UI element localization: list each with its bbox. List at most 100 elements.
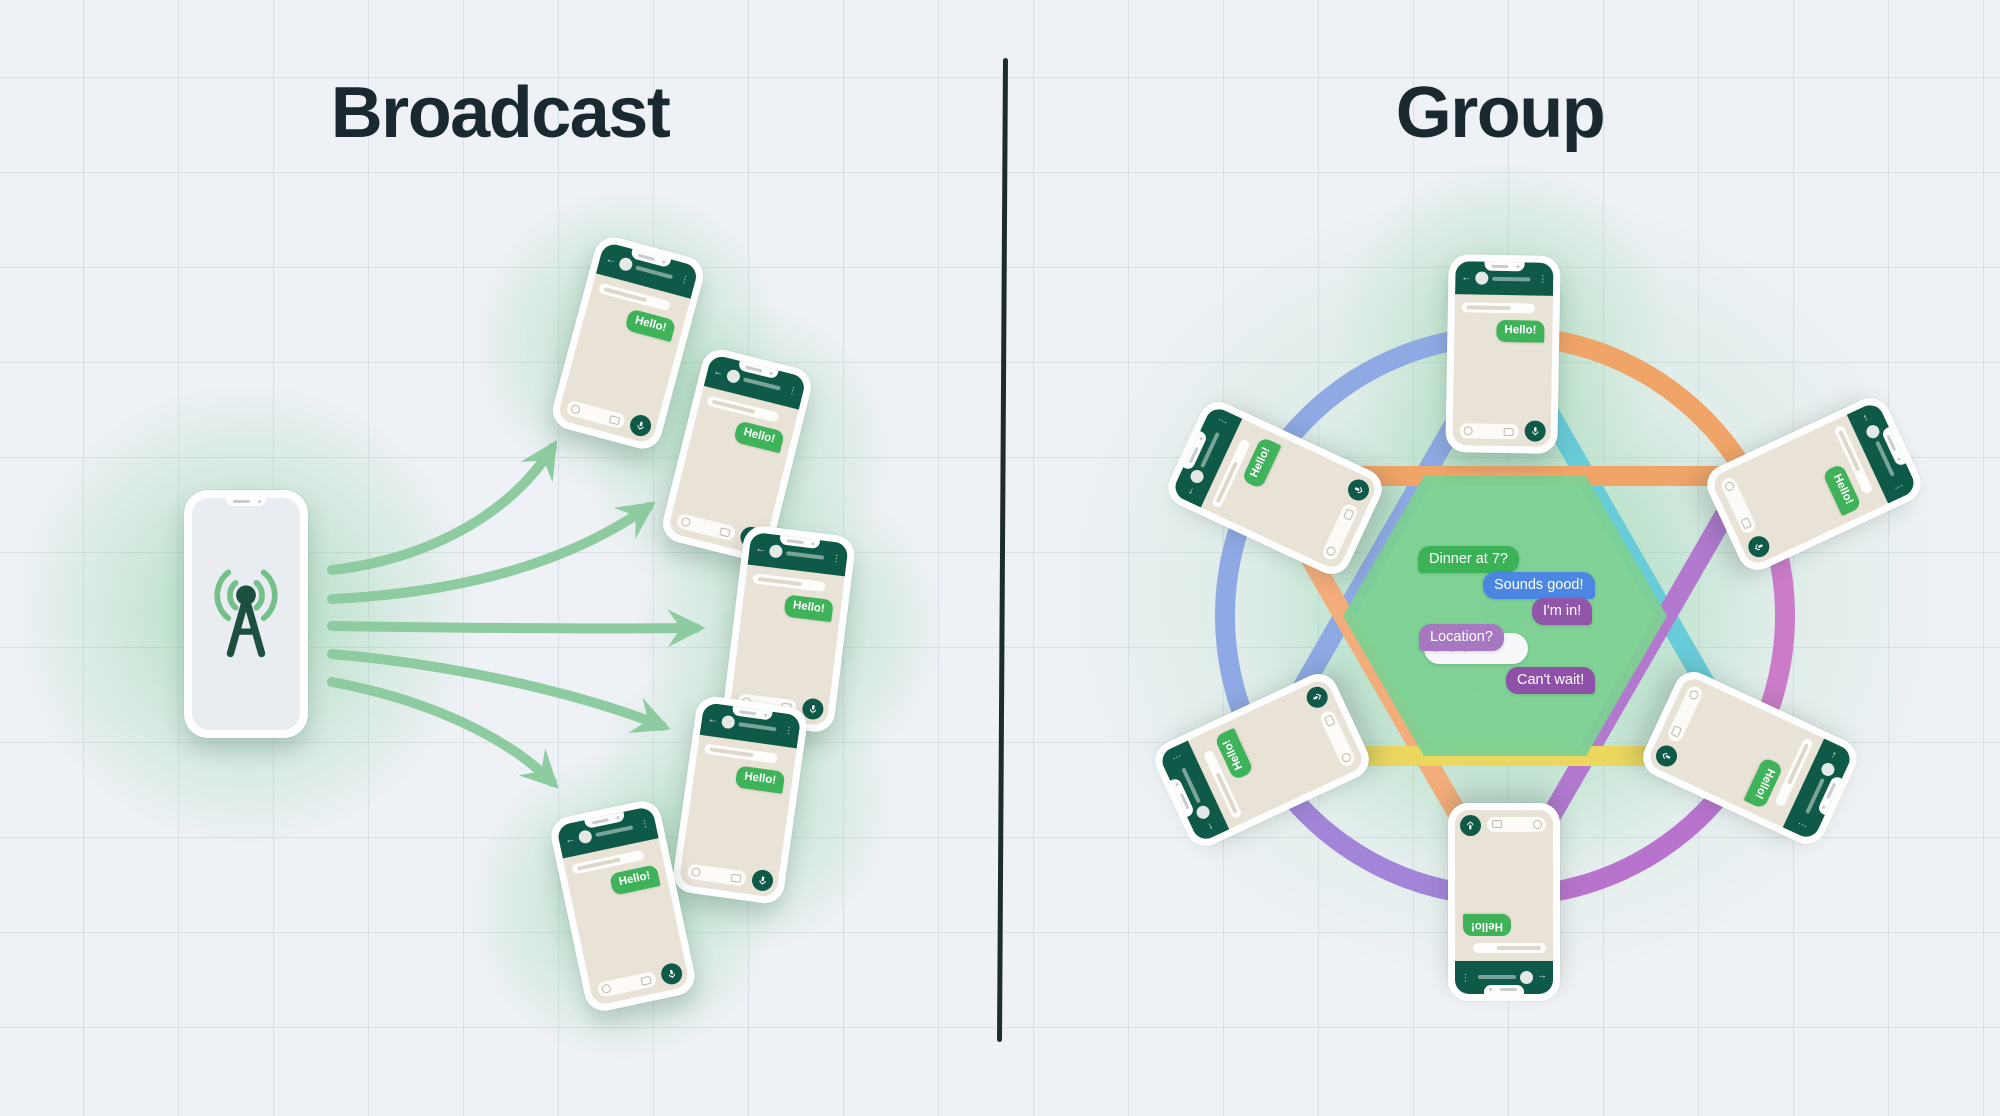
mic-button bbox=[627, 412, 654, 439]
mic-icon bbox=[1754, 544, 1763, 551]
hello-message-bubble: Hello! bbox=[783, 594, 834, 622]
avatar bbox=[768, 544, 784, 559]
message-input-bar bbox=[686, 863, 748, 887]
chat-header: ← ⋮ bbox=[555, 805, 659, 859]
mic-button bbox=[750, 868, 775, 893]
mic-button bbox=[1460, 815, 1481, 836]
emoji-icon bbox=[1340, 751, 1353, 764]
mic-button bbox=[1303, 683, 1332, 712]
mic-icon bbox=[1662, 752, 1671, 759]
hello-message-bubble: Hello! bbox=[1463, 914, 1511, 936]
incoming-message-placeholder bbox=[704, 743, 778, 764]
message-input-bar bbox=[1665, 684, 1705, 744]
group-member-phone: ← ⋮ Hello! bbox=[1448, 803, 1560, 1001]
emoji-icon bbox=[1723, 480, 1736, 493]
mic-button bbox=[1652, 742, 1681, 770]
receiver-phone: ← ⋮ Hello! bbox=[547, 797, 699, 1015]
avatar bbox=[720, 714, 736, 730]
mic-icon bbox=[1532, 427, 1539, 436]
kebab-menu-icon: ⋮ bbox=[783, 724, 794, 736]
kebab-menu-icon: ⋮ bbox=[1538, 273, 1548, 284]
incoming-message-placeholder bbox=[1473, 943, 1546, 953]
camera-icon bbox=[730, 873, 742, 883]
kebab-menu-icon: ⋮ bbox=[1170, 751, 1184, 764]
camera-icon bbox=[640, 975, 652, 986]
emoji-icon bbox=[680, 516, 692, 528]
mic-icon bbox=[668, 969, 676, 979]
mic-icon bbox=[809, 705, 817, 714]
emoji-icon bbox=[1463, 426, 1473, 436]
avatar bbox=[1520, 971, 1533, 984]
broadcast-sender-phone bbox=[184, 490, 308, 738]
message-input-bar bbox=[565, 399, 627, 430]
group-member-phone: ← ⋮ Hello! bbox=[1161, 395, 1389, 581]
contact-name-bar bbox=[1492, 276, 1531, 281]
group-chat-bubble: Can't wait! bbox=[1506, 667, 1596, 694]
back-arrow-icon: ← bbox=[1202, 819, 1217, 834]
contact-name-bar bbox=[743, 376, 781, 390]
hello-message-bubble: Hello! bbox=[624, 308, 677, 342]
chat-header: ← ⋮ bbox=[1170, 404, 1243, 508]
camera-icon bbox=[1503, 428, 1514, 437]
kebab-menu-icon: ⋮ bbox=[1892, 480, 1906, 493]
message-input-bar bbox=[1487, 817, 1546, 832]
message-input-bar bbox=[1318, 708, 1357, 769]
mic-button bbox=[659, 961, 685, 987]
chat-header: ← ⋮ bbox=[1846, 400, 1919, 504]
kebab-menu-icon: ⋮ bbox=[679, 273, 691, 286]
emoji-icon bbox=[570, 403, 582, 415]
emoji-icon bbox=[690, 867, 702, 878]
receiver-phone: ← ⋮ Hello! bbox=[548, 232, 708, 454]
camera-icon bbox=[1740, 517, 1753, 530]
message-input-bar bbox=[675, 512, 737, 542]
mic-button bbox=[1524, 420, 1546, 442]
emoji-icon bbox=[1325, 545, 1338, 558]
mic-button bbox=[1344, 476, 1373, 504]
group-chat-bubble: Sounds good! bbox=[1483, 572, 1595, 599]
group-chat-bubble: Dinner at 7? bbox=[1418, 546, 1519, 573]
kebab-menu-icon: ⋮ bbox=[831, 552, 842, 564]
chat-header: ← ⋮ bbox=[1782, 738, 1855, 842]
broadcast-title: Broadcast bbox=[330, 73, 671, 153]
hello-message-bubble: Hello! bbox=[734, 765, 786, 794]
broadcast-antenna-icon bbox=[214, 569, 278, 658]
back-arrow-icon: ← bbox=[563, 833, 577, 846]
kebab-menu-icon: ⋮ bbox=[639, 817, 651, 830]
message-input-bar bbox=[596, 970, 658, 998]
camera-icon bbox=[719, 527, 731, 538]
kebab-menu-icon: ⋮ bbox=[1796, 818, 1810, 832]
contact-name-bar bbox=[635, 265, 674, 279]
group-member-phone: ← ⋮ Hello! bbox=[1445, 254, 1561, 454]
phone-notch bbox=[1484, 985, 1524, 994]
contact-name-bar bbox=[595, 824, 634, 837]
divider-line bbox=[996, 57, 1009, 1043]
message-input-bar bbox=[1719, 475, 1758, 536]
avatar bbox=[725, 368, 742, 385]
incoming-message-placeholder bbox=[752, 573, 826, 593]
phone-notch bbox=[226, 497, 266, 506]
avatar bbox=[577, 829, 594, 845]
message-input-bar bbox=[1459, 423, 1519, 440]
camera-icon bbox=[1492, 820, 1502, 828]
avatar bbox=[1819, 760, 1837, 779]
camera-icon bbox=[608, 414, 621, 426]
camera-icon bbox=[1670, 725, 1683, 738]
kebab-menu-icon: ⋮ bbox=[1215, 414, 1229, 428]
emoji-icon bbox=[601, 983, 612, 995]
mic-button bbox=[1744, 532, 1773, 561]
back-arrow-icon: ← bbox=[1537, 972, 1547, 984]
hello-message-bubble: Hello! bbox=[1496, 319, 1545, 343]
back-arrow-icon: ← bbox=[1182, 483, 1198, 498]
emoji-icon bbox=[1687, 688, 1700, 701]
emoji-icon bbox=[1533, 820, 1542, 829]
mic-icon bbox=[637, 421, 644, 430]
mic-icon bbox=[1313, 693, 1322, 700]
back-arrow-icon: ← bbox=[712, 365, 725, 379]
incoming-message-placeholder bbox=[1461, 302, 1535, 314]
mic-icon bbox=[759, 876, 766, 885]
phone-screen bbox=[192, 498, 300, 730]
group-title: Group bbox=[1395, 73, 1606, 153]
contact-name-bar bbox=[1478, 975, 1516, 980]
back-arrow-icon: ← bbox=[754, 542, 767, 556]
hello-message-bubble: Hello! bbox=[609, 864, 661, 896]
